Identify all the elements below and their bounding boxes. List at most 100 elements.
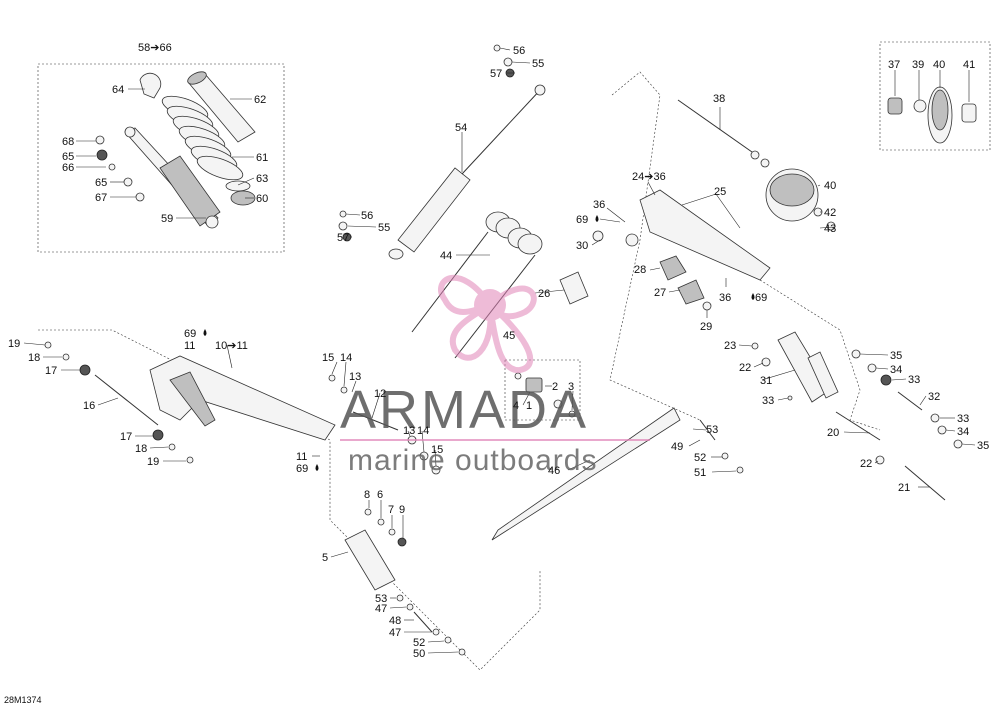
callout-label: 69 xyxy=(576,214,588,226)
link-5 xyxy=(344,529,396,591)
callout-label: 37 xyxy=(888,59,900,71)
callout-label: 59 xyxy=(161,213,173,225)
coil-spring xyxy=(161,95,244,181)
left-frame-outline xyxy=(38,329,541,671)
callout-label: 13 xyxy=(349,371,361,383)
rocker-group xyxy=(751,331,963,501)
callout-label: 49 xyxy=(671,441,683,453)
rocker-outline xyxy=(759,279,881,431)
callout-label: 15 xyxy=(322,352,334,364)
callout-label: 31 xyxy=(760,375,772,387)
callout-label: 38 xyxy=(713,93,725,105)
callout-label: 55 xyxy=(532,58,544,70)
callout-label: 58➔66 xyxy=(138,42,172,54)
collar-ring xyxy=(225,180,251,192)
oil-drop-icon xyxy=(315,464,319,471)
callout-label: 42 xyxy=(824,207,836,219)
shock-absorber-group xyxy=(95,71,256,229)
callout-label: 4 xyxy=(513,400,519,412)
adjuster-ring xyxy=(230,190,256,206)
front-arm-group xyxy=(44,341,441,475)
callout-label: 18 xyxy=(28,352,40,364)
callout-label: 29 xyxy=(700,321,712,333)
callout-label: 35 xyxy=(977,440,989,452)
callout-label: 39 xyxy=(912,59,924,71)
callout-label: 47 xyxy=(375,603,387,615)
center-shock-body xyxy=(397,167,471,253)
callout-label: 50 xyxy=(413,648,425,660)
small-parts-outline xyxy=(504,359,581,421)
callout-label: 14 xyxy=(340,352,352,364)
callout-label: 62 xyxy=(254,94,266,106)
callout-label: 16 xyxy=(83,400,95,412)
callout-label: 51 xyxy=(694,467,706,479)
center-shock-group xyxy=(338,44,546,260)
callout-label: 35 xyxy=(890,350,902,362)
armada-logo xyxy=(438,274,537,373)
callout-label: 52 xyxy=(694,452,706,464)
callout-label: 45 xyxy=(503,330,515,342)
callout-label: 14 xyxy=(417,425,429,437)
spacer-26 xyxy=(559,271,589,305)
callout-label: 33 xyxy=(957,413,969,425)
propeller-blade-4 xyxy=(485,297,534,373)
shock-top-eye xyxy=(124,126,136,138)
wheel-group xyxy=(677,86,977,231)
callout-label: 9 xyxy=(399,504,405,516)
watermark-tagline: marine outboards xyxy=(348,444,597,477)
callout-label: 65 xyxy=(95,177,107,189)
callout-label: 69 xyxy=(296,463,308,475)
torsion-spring-group xyxy=(411,211,589,359)
callout-label: 60 xyxy=(256,193,268,205)
callout-label: 57 xyxy=(337,232,349,244)
callout-labels: 58➔66 64 62 68 65 66 61 63 65 67 60 59 5… xyxy=(8,42,989,660)
callout-label: 53 xyxy=(375,593,387,605)
callout-label: 43 xyxy=(824,223,836,235)
shock-eye xyxy=(205,215,219,229)
callout-label: 19 xyxy=(147,456,159,468)
callout-label: 17 xyxy=(45,365,57,377)
callout-label: 46 xyxy=(548,465,560,477)
callout-label: 40 xyxy=(824,180,836,192)
leader-lines xyxy=(23,47,976,654)
group-outlines xyxy=(37,41,991,671)
callout-label: 57 xyxy=(490,68,502,80)
callout-label: 27 xyxy=(654,287,666,299)
callout-label: 17 xyxy=(120,431,132,443)
callout-label: 28 xyxy=(634,264,646,276)
callout-label: 21 xyxy=(898,482,910,494)
callout-label: 54 xyxy=(455,122,467,134)
callout-label: 30 xyxy=(576,240,588,252)
callout-label: 20 xyxy=(827,427,839,439)
callout-label: 3 xyxy=(568,381,574,393)
callout-label: 22 xyxy=(860,458,872,470)
callout-label: 22 xyxy=(739,362,751,374)
callout-label: 6 xyxy=(377,489,383,501)
callout-label: 65 xyxy=(62,151,74,163)
callout-label: 34 xyxy=(890,364,902,376)
callout-label: 13 xyxy=(403,425,415,437)
center-shock-rod xyxy=(461,87,543,175)
shock-cylinder xyxy=(159,155,221,227)
callout-label: 69 xyxy=(755,292,767,304)
callout-label: 47 xyxy=(389,627,401,639)
callout-label: 24➔36 xyxy=(632,171,666,183)
callout-label: 52 xyxy=(413,637,425,649)
callout-label: 10➔11 xyxy=(215,340,248,352)
callout-label: 63 xyxy=(256,173,268,185)
callout-label: 61 xyxy=(256,152,268,164)
callout-label: 2 xyxy=(552,381,558,393)
callout-label: 34 xyxy=(957,426,969,438)
wheel-group-outline xyxy=(879,41,991,151)
callout-label: 55 xyxy=(378,222,390,234)
callout-label: 8 xyxy=(364,489,370,501)
callout-label: 69 xyxy=(184,328,196,340)
callout-label: 56 xyxy=(361,210,373,222)
callout-label: 12 xyxy=(374,388,386,400)
callout-label: 1 xyxy=(526,400,532,412)
oil-drop-icons xyxy=(203,215,755,471)
right-frame-outline xyxy=(609,71,701,421)
callout-label: 23 xyxy=(724,340,736,352)
